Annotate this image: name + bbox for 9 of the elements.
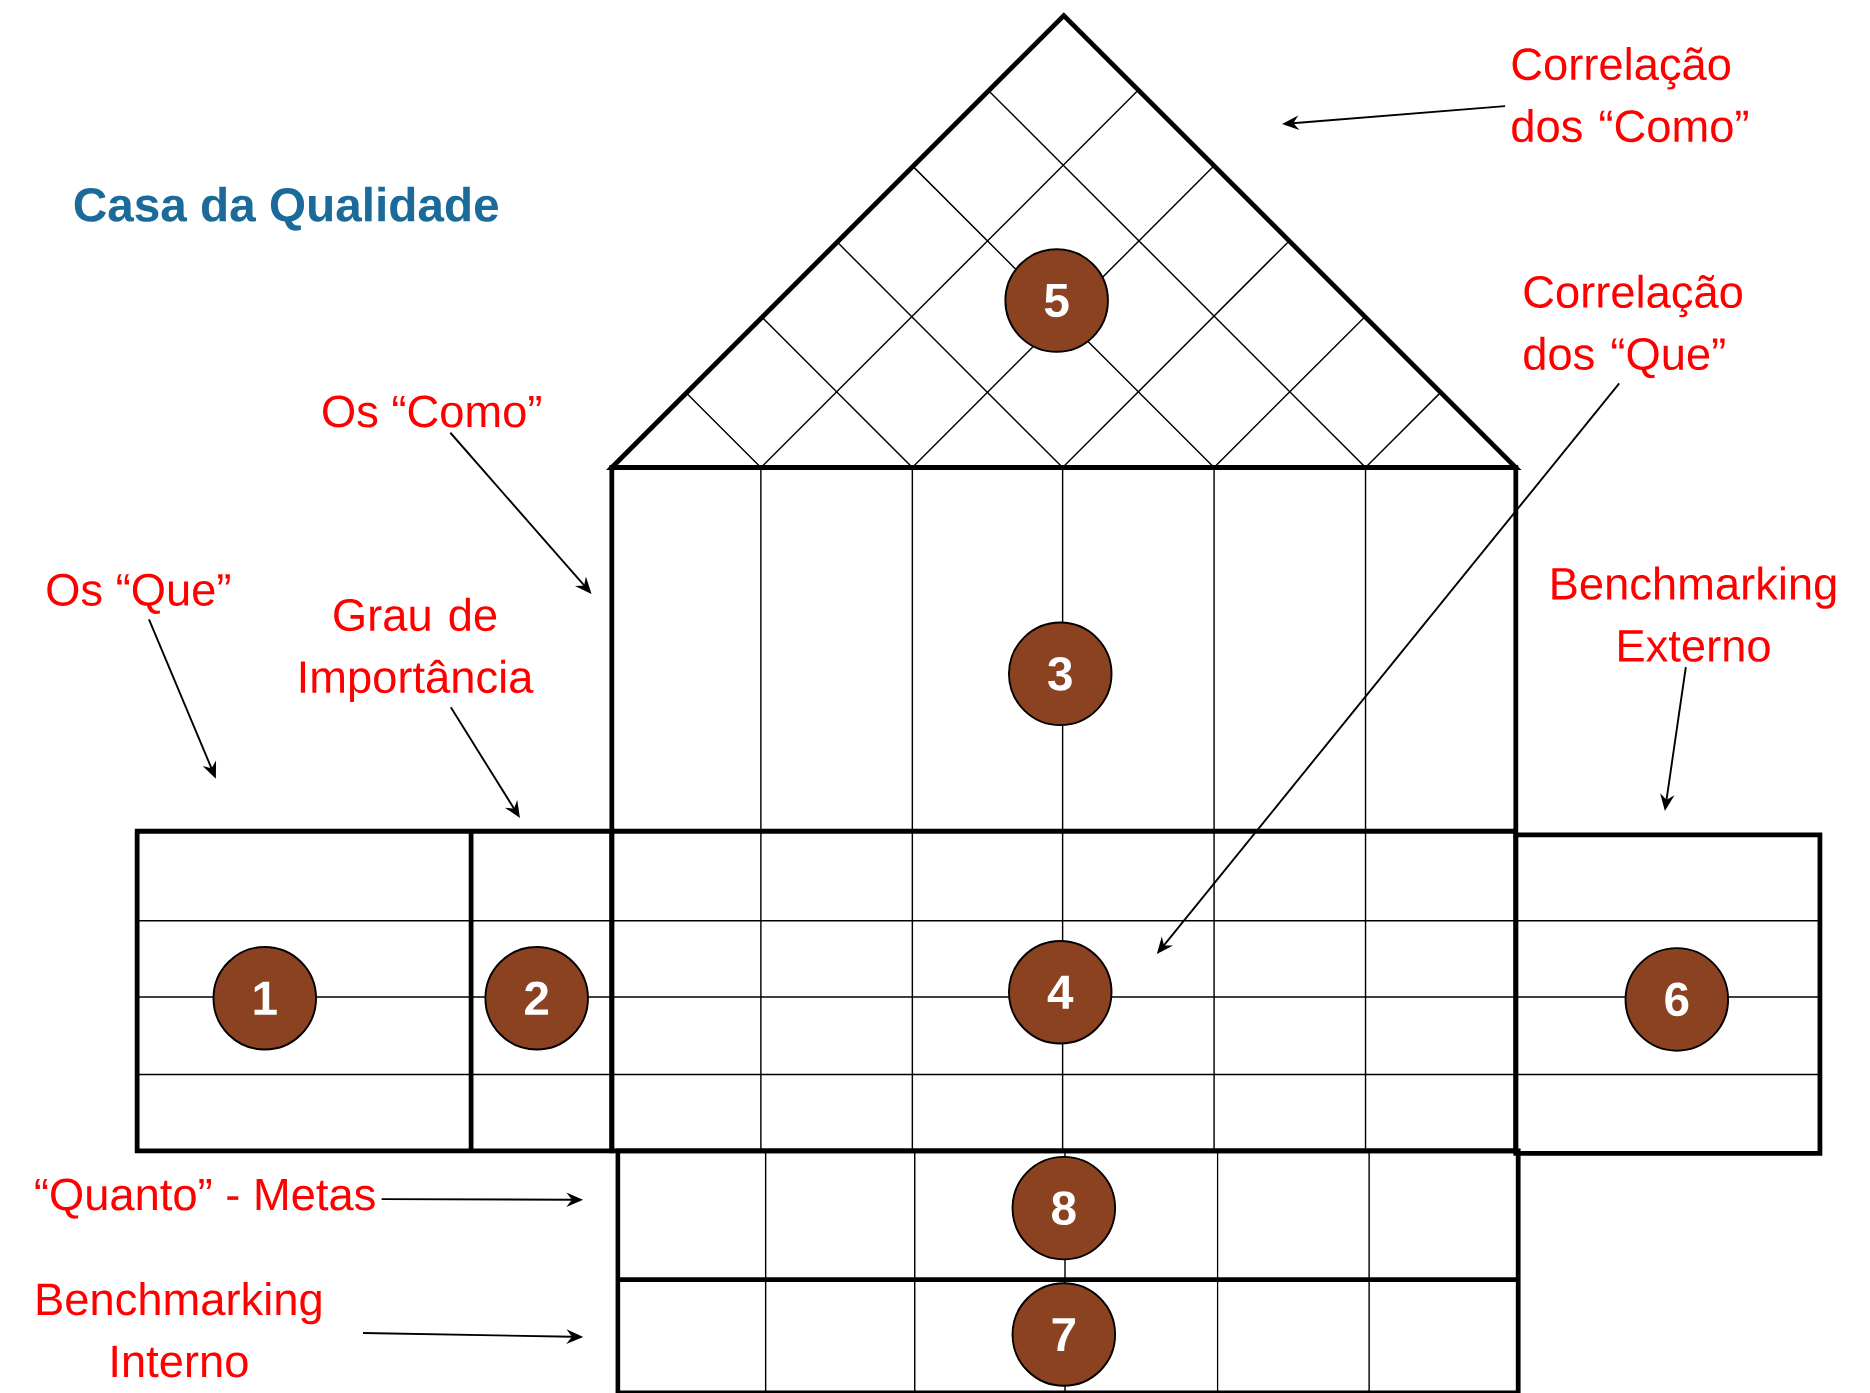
annotation-text: “Quanto” - Metas	[35, 1178, 375, 1219]
annotation-text: Correlação dos “Como”	[1512, 47, 1748, 143]
annotation-text: Correlação dos “Que”	[1524, 274, 1742, 379]
title: Casa da Qualidade	[74, 186, 498, 231]
annotation-text: Benchmarking Interno	[37, 1282, 321, 1378]
annotation-text: Grau de Importância	[300, 597, 534, 703]
annotation-text: Benchmarking Externo	[1552, 566, 1836, 662]
annotation-text: Os “Que”	[47, 573, 230, 615]
annotation-text: Os “Como”	[323, 395, 541, 428]
